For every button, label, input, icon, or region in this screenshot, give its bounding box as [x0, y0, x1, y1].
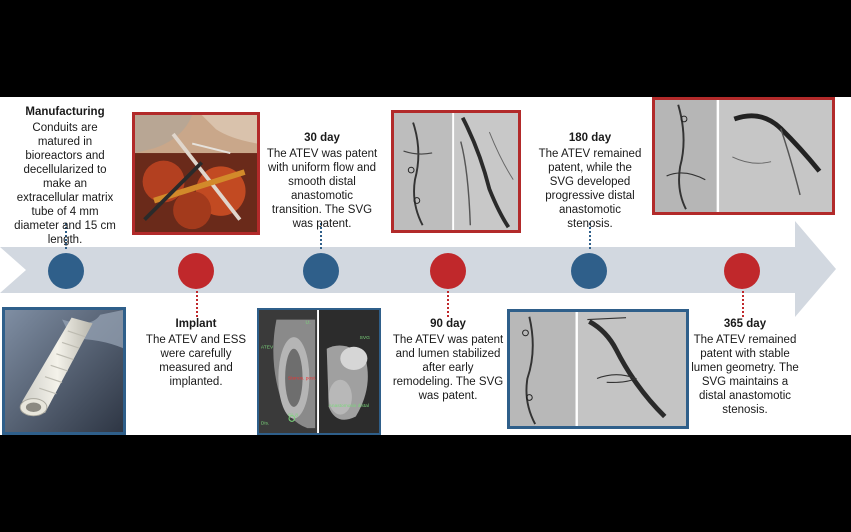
- ct-label: Dis.: [261, 420, 269, 426]
- connector-180-day: [589, 223, 591, 249]
- stage-text: The ATEV and ESS were carefully measured…: [145, 334, 247, 388]
- stage-manufacturing: Manufacturing Conduits are matured in bi…: [14, 105, 116, 247]
- stage-title: Implant: [175, 318, 217, 330]
- stage-90-day: 90 day The ATEV was patent and lumen sta…: [392, 317, 504, 403]
- stage-text: The ATEV was patent and lumen stabilized…: [392, 334, 504, 402]
- stage-implant: Implant The ATEV and ESS were carefully …: [143, 317, 249, 389]
- angiogram-30-day: [391, 110, 521, 233]
- ct-label: SVG: [360, 335, 370, 341]
- angiogram-90-day: [507, 309, 689, 429]
- ct-label: Stenos. post.: [288, 376, 316, 382]
- conduit-photo: [2, 307, 126, 435]
- stage-365-day: 365 day The ATEV remained patent with st…: [689, 317, 801, 417]
- ct-label: Lt.: [305, 320, 310, 326]
- stage-text: The ATEV was patent with uniform flow an…: [266, 148, 378, 230]
- stage-text: Conduits are matured in bioreactors and …: [14, 122, 116, 246]
- ct-label: Anastomosis distal: [329, 403, 369, 409]
- stage-title: 90 day: [430, 318, 466, 330]
- connector-manufacturing: [65, 223, 67, 249]
- stage-title: 365 day: [723, 318, 767, 330]
- connector-365-day: [742, 291, 744, 317]
- node-manufacturing: [48, 253, 84, 289]
- node-30-day: [303, 253, 339, 289]
- stage-30-day: 30 day The ATEV was patent with uniform …: [266, 131, 378, 231]
- surgery-photo: [132, 112, 260, 235]
- stage-title: 180 day: [568, 132, 612, 144]
- connector-30-day: [320, 223, 322, 249]
- node-implant: [178, 253, 214, 289]
- angiogram-180-day: [652, 97, 835, 215]
- stage-title: 30 day: [304, 132, 340, 144]
- node-180-day: [571, 253, 607, 289]
- ct-scan-image: Lt. ATEV Stenos. post. Dis. SVG Cl. 8 An…: [257, 308, 381, 435]
- stage-180-day: 180 day The ATEV remained patent, while …: [535, 131, 645, 231]
- connector-implant: [196, 291, 198, 317]
- stage-text: The ATEV remained patent with stable lum…: [691, 334, 799, 416]
- timeline-figure: Manufacturing Conduits are matured in bi…: [0, 97, 851, 435]
- stage-title: Manufacturing: [25, 106, 105, 118]
- timeline-arrow: [0, 221, 836, 317]
- connector-90-day: [447, 291, 449, 317]
- ct-label: ATEV: [261, 345, 274, 351]
- node-90-day: [430, 253, 466, 289]
- node-365-day: [724, 253, 760, 289]
- stage-text: The ATEV remained patent, while the SVG …: [538, 148, 642, 230]
